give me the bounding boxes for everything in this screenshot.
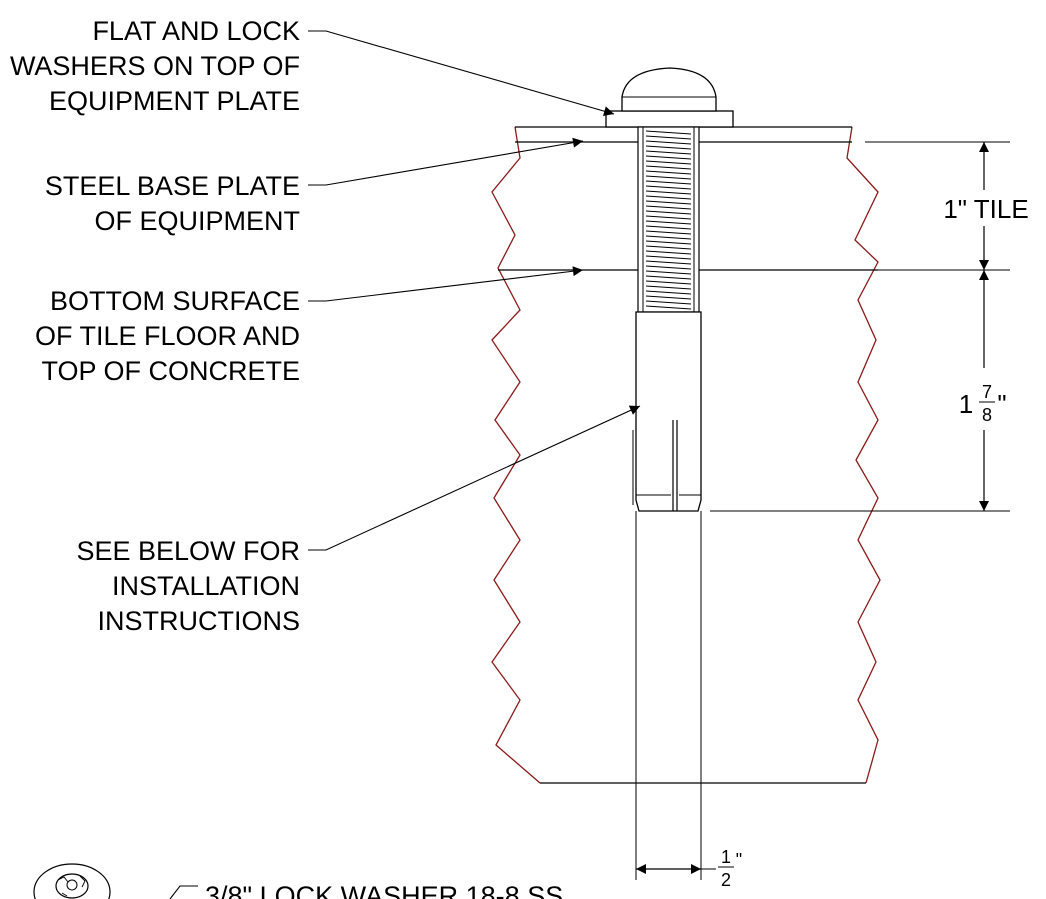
anchor-sleeve bbox=[635, 311, 702, 512]
left-break-line bbox=[491, 126, 541, 784]
diameter-dimension-denominator: 2 bbox=[721, 870, 731, 890]
flat-washer bbox=[605, 110, 734, 128]
thread-line bbox=[645, 240, 692, 245]
right-break-line bbox=[846, 126, 881, 784]
callout-bottom-surface-line-2: OF TILE FLOOR AND bbox=[35, 321, 300, 351]
thread-line bbox=[645, 260, 692, 265]
thread-line bbox=[645, 235, 692, 240]
callout-see-below-line-2: INSTALLATION bbox=[112, 571, 300, 601]
callout-base-plate-line-1: STEEL BASE PLATE bbox=[45, 171, 300, 201]
thread-line bbox=[645, 220, 692, 225]
diameter-dimension-unit: " bbox=[736, 850, 742, 870]
leader-washers bbox=[308, 30, 615, 117]
thread-line bbox=[645, 245, 692, 250]
thread-line bbox=[645, 285, 692, 290]
thread-line bbox=[645, 170, 692, 175]
callout-base-plate-line-2: OF EQUIPMENT bbox=[94, 206, 300, 236]
thread-line bbox=[645, 150, 692, 155]
callout-see-below-line-3: INSTRUCTIONS bbox=[98, 606, 301, 636]
depth-dimension-whole: 1 bbox=[959, 389, 973, 419]
thread-line bbox=[645, 270, 692, 275]
thread-line bbox=[645, 185, 692, 190]
leader-lock-washer bbox=[169, 885, 198, 899]
thread-line bbox=[645, 130, 692, 135]
thread-line bbox=[645, 180, 692, 185]
thread-line bbox=[645, 145, 692, 150]
leader-base-plate bbox=[308, 137, 584, 186]
bolt-head bbox=[621, 67, 717, 112]
depth-dimension-denominator: 8 bbox=[982, 405, 992, 425]
callout-washers-line-3: EQUIPMENT PLATE bbox=[49, 86, 300, 116]
thread-line bbox=[645, 215, 692, 220]
tile-dimension-label: 1" TILE bbox=[943, 194, 1028, 224]
thread-line bbox=[645, 165, 692, 170]
callout-see-below-line-1: SEE BELOW FOR bbox=[76, 536, 300, 566]
lock-washer-label: 3/8" LOCK WASHER 18-8 SS bbox=[205, 881, 563, 899]
thread-line bbox=[645, 225, 692, 230]
thread-line bbox=[645, 200, 692, 205]
callout-bottom-surface-line-3: TOP OF CONCRETE bbox=[41, 356, 300, 386]
diameter-dimension-numerator: 1 bbox=[721, 847, 731, 867]
thread-line bbox=[645, 250, 692, 255]
thread-line bbox=[645, 265, 692, 270]
callout-bottom-surface-line-1: BOTTOM SURFACE bbox=[50, 286, 300, 316]
callout-washers-line-2: WASHERS ON TOP OF bbox=[10, 51, 300, 81]
thread-line bbox=[645, 175, 692, 180]
thread-line bbox=[645, 290, 692, 295]
thread-line bbox=[645, 305, 692, 310]
rod-threads bbox=[642, 127, 695, 312]
callout-washers-line-1: FLAT AND LOCK bbox=[92, 16, 300, 46]
thread-line bbox=[645, 205, 692, 210]
leader-bottom-surface bbox=[308, 266, 584, 302]
lock-washer-detail bbox=[33, 863, 111, 899]
depth-dimension-unit: " bbox=[997, 389, 1006, 419]
leader-see-below bbox=[308, 405, 641, 551]
thread-line bbox=[645, 295, 692, 300]
depth-dimension-numerator: 7 bbox=[982, 382, 992, 402]
thread-line bbox=[645, 210, 692, 215]
thread-line bbox=[645, 230, 692, 235]
thread-line bbox=[645, 255, 692, 260]
thread-line bbox=[645, 140, 692, 145]
thread-line bbox=[645, 195, 692, 200]
thread-line bbox=[645, 275, 692, 280]
thread-line bbox=[645, 190, 692, 195]
thread-line bbox=[645, 300, 692, 305]
thread-line bbox=[645, 160, 692, 165]
thread-line bbox=[645, 280, 692, 285]
thread-line bbox=[645, 135, 692, 140]
thread-line bbox=[645, 155, 692, 160]
